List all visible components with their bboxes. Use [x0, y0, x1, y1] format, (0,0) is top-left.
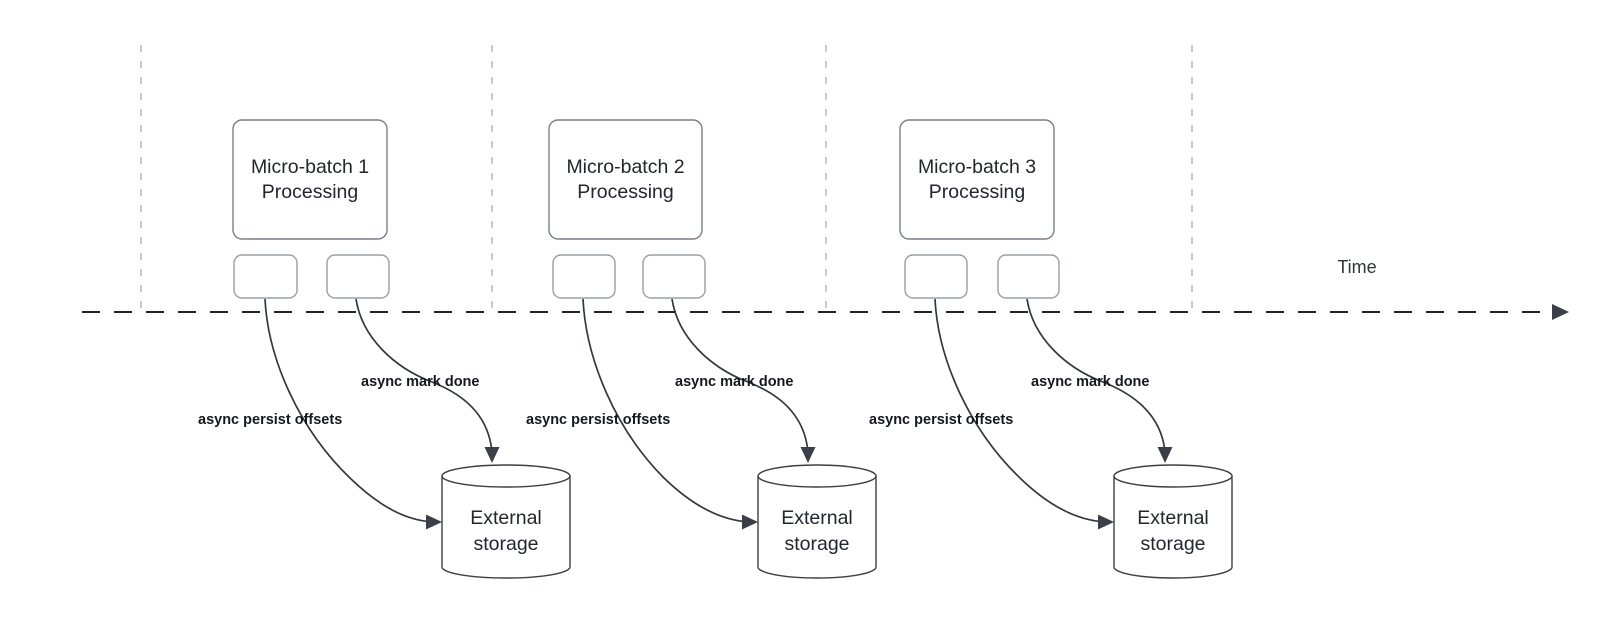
task-box-markdone-task-3[interactable] [997, 254, 1060, 299]
storage-label-line1-1: External [470, 507, 542, 529]
micro-batch-box-2[interactable] [548, 119, 703, 240]
task-box-offsets-task-1[interactable] [233, 254, 298, 299]
task-box-offsets-task-3[interactable] [904, 254, 968, 299]
separator-lines [140, 45, 1193, 316]
micro-batch-label-line1-3: Micro-batch 3 [918, 156, 1036, 178]
arrowhead-icon-persist-offsets-1 [426, 514, 442, 530]
storage-label-line2-1: storage [473, 533, 538, 555]
micro-batch-label-line1-1: Micro-batch 1 [251, 156, 369, 178]
edge-curve-mark-done-3 [1026, 298, 1166, 453]
storage-cylinder-body-1[interactable] [441, 475, 571, 579]
edge-label-mark-done-1: async mark done [361, 374, 479, 390]
storage-label-line2-2: storage [784, 533, 849, 555]
timeline-axis [82, 304, 1569, 320]
edge-label-persist-offsets-1: async persist offsets [198, 412, 342, 428]
edge-label-persist-offsets-2: async persist offsets [526, 412, 670, 428]
edge-label-mark-done-3: async mark done [1031, 374, 1149, 390]
edge-curve-mark-done-2 [671, 298, 809, 453]
flow-edges [264, 298, 1173, 530]
arrowhead-icon-mark-done-3 [1157, 447, 1173, 463]
time-axis-label: Time [1337, 257, 1376, 277]
micro-batch-box-1[interactable] [232, 119, 388, 240]
edge-curve-persist-offsets-2 [582, 298, 751, 523]
micro-batch-label-line2-1: Processing [262, 181, 358, 203]
storage-label-line1-2: External [781, 507, 853, 529]
micro-batch-label-line1-2: Micro-batch 2 [566, 156, 684, 178]
task-box-offsets-task-2[interactable] [552, 254, 616, 299]
storage-label-line2-3: storage [1140, 533, 1205, 555]
storage-cylinder-body-2[interactable] [757, 475, 877, 579]
storage-cylinder-top-3 [1113, 464, 1233, 488]
storage-cylinder-body-3[interactable] [1113, 475, 1233, 579]
edge-label-mark-done-2: async mark done [675, 374, 793, 390]
storage-cylinder-top-2 [757, 464, 877, 488]
arrowhead-icon-persist-offsets-3 [1098, 514, 1114, 530]
micro-batch-box-3[interactable] [899, 119, 1055, 240]
arrowhead-icon-mark-done-2 [800, 447, 816, 463]
task-box-markdone-task-1[interactable] [326, 254, 390, 299]
diagram-nodes [232, 119, 1233, 579]
storage-label-line1-3: External [1137, 507, 1209, 529]
edge-curve-persist-offsets-1 [264, 298, 435, 523]
edge-curve-mark-done-1 [355, 298, 493, 453]
micro-batch-label-line2-2: Processing [577, 181, 673, 203]
arrowhead-icon-mark-done-1 [484, 447, 500, 463]
task-box-markdone-task-2[interactable] [642, 254, 706, 299]
arrowhead-icon-persist-offsets-2 [742, 514, 758, 530]
edge-label-persist-offsets-3: async persist offsets [869, 412, 1013, 428]
micro-batch-label-line2-3: Processing [929, 181, 1025, 203]
edge-curve-persist-offsets-3 [934, 298, 1107, 523]
timeline-arrowhead-icon [1552, 304, 1569, 320]
storage-cylinder-top-1 [441, 464, 571, 488]
